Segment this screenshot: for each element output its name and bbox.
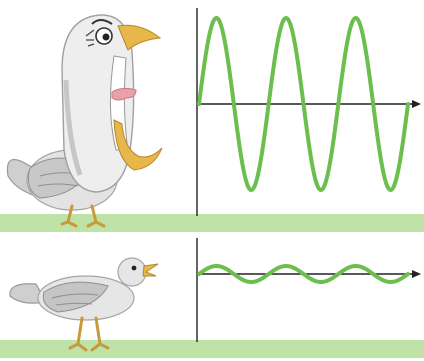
small-beak: [143, 264, 158, 276]
quiet-bird: [10, 258, 158, 350]
arrow-right-icon: [412, 100, 421, 108]
ground-strip-bottom: [0, 340, 424, 358]
small-eye: [132, 266, 137, 271]
bottom-axes: [197, 238, 421, 342]
loud-bird: [7, 15, 162, 226]
arrow-right-icon: [412, 270, 421, 278]
